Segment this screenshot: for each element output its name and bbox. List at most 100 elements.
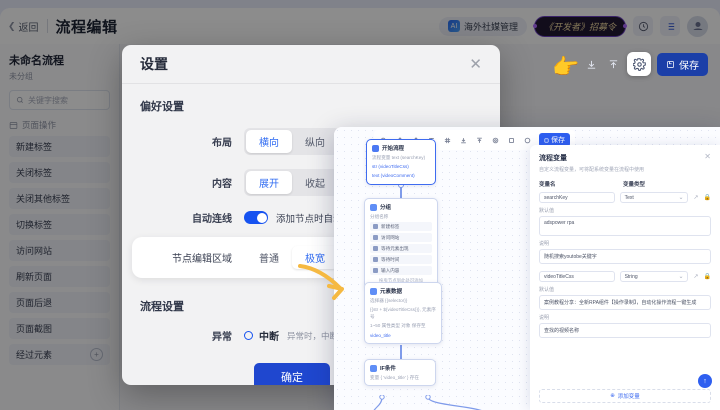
plus-circle-icon: ⊕ bbox=[610, 393, 615, 399]
branch-connectors bbox=[373, 395, 482, 410]
item-label: 关闭标签 bbox=[16, 168, 53, 178]
variable-type-select[interactable]: Text ⌄ bbox=[619, 192, 689, 203]
save-icon bbox=[667, 60, 674, 68]
item-icon bbox=[373, 268, 378, 274]
close-icon[interactable]: ✕ bbox=[704, 152, 711, 161]
node-icon bbox=[370, 287, 377, 295]
preview-save-button[interactable]: 保存 bbox=[539, 133, 570, 147]
variable-default-textarea[interactable]: adspower rpa bbox=[539, 216, 711, 236]
variable-desc-input[interactable]: 查找的视频名称 bbox=[539, 323, 711, 338]
autolink-toggle[interactable] bbox=[244, 211, 268, 224]
close-icon[interactable]: ✕ bbox=[469, 55, 482, 73]
avatar[interactable] bbox=[687, 15, 708, 37]
variable-name-input[interactable]: searchKey bbox=[539, 192, 615, 203]
item-label: 输入内容 bbox=[381, 267, 400, 273]
exception-option-label: 中断 bbox=[259, 332, 279, 343]
sidebar-item-close-tab[interactable]: 关闭标签 bbox=[9, 162, 110, 183]
save-button[interactable]: 保存 bbox=[657, 52, 708, 76]
col-name-header: 变量名 bbox=[539, 182, 556, 188]
node-header: IF条件 bbox=[370, 364, 430, 372]
list-icon[interactable] bbox=[660, 16, 680, 36]
node-line: 变量 { 'video_title' } 存在 bbox=[370, 374, 419, 380]
sidebar-item-page-back[interactable]: 页面后退 bbox=[9, 292, 110, 313]
item-label: 等待元素出现 bbox=[381, 245, 409, 251]
node-if-condition[interactable]: IF条件 变量 { 'video_title' } 存在 bbox=[364, 359, 436, 387]
help-icon[interactable] bbox=[523, 136, 532, 145]
sidebar-item-visit-site[interactable]: 访问网站 bbox=[9, 240, 110, 261]
back-button[interactable]: ❮ 返回 bbox=[8, 19, 39, 34]
node-element-data[interactable]: 元素数据 选择器 {{selector}} {{str + ${videoTit… bbox=[364, 282, 442, 345]
layout-option-horizontal[interactable]: 横向 bbox=[246, 130, 292, 153]
flow-preview-panel: 保存 开始流程 流程变量 text (searchKey) str (video… bbox=[334, 127, 720, 410]
row-content-label: 内容 bbox=[212, 179, 232, 190]
node-area-option-normal[interactable]: 普通 bbox=[259, 254, 279, 265]
content-option-collapse[interactable]: 收起 bbox=[305, 179, 325, 190]
node-area-option-wide[interactable]: 极宽 bbox=[292, 246, 338, 269]
content-segmented-control: 展开 收起 bbox=[244, 169, 340, 196]
node-start-flow[interactable]: 开始流程 流程变量 text (searchKey) str (videoTit… bbox=[366, 139, 436, 186]
item-label: 刷新页面 bbox=[16, 272, 53, 282]
import-icon[interactable] bbox=[459, 136, 468, 145]
sidebar-item-close-other-tabs[interactable]: 关闭其他标签 bbox=[9, 188, 110, 209]
variable-name-input[interactable]: videoTitleCss bbox=[539, 271, 615, 282]
node-line: 选择器 {{selector}} bbox=[370, 297, 408, 303]
settings-modal: 设置 ✕ 偏好设置 布局 横向 纵向 内容 展开 收起 自动连线 bbox=[122, 45, 500, 385]
grid-icon[interactable] bbox=[443, 136, 452, 145]
sidebar-item-new-tab[interactable]: 新建标签 bbox=[9, 136, 110, 157]
node-list-item[interactable]: 等待元素出现 bbox=[370, 244, 432, 254]
variable-desc-input[interactable]: 随机搜索youtobe关键字 bbox=[539, 249, 711, 264]
node-list-item[interactable]: 输入内容 bbox=[370, 266, 432, 276]
node-list-item[interactable]: 访问网站 bbox=[370, 233, 432, 243]
item-label: 访问网站 bbox=[381, 234, 400, 240]
sidebar-item-refresh-page[interactable]: 刷新页面 bbox=[9, 266, 110, 287]
upload-icon[interactable] bbox=[605, 56, 621, 72]
item-label: 新建标签 bbox=[16, 142, 53, 152]
exception-radio-interrupt[interactable] bbox=[244, 331, 253, 340]
desc-label: 说明 bbox=[539, 241, 550, 247]
window-icon bbox=[9, 121, 18, 129]
confirm-button[interactable]: 确定 bbox=[254, 363, 330, 385]
sidebar-item-hover-element[interactable]: 经过元素 + bbox=[9, 344, 110, 365]
node-title: 开始流程 bbox=[382, 146, 405, 152]
add-variable-button[interactable]: ⊕ 添加变量 bbox=[539, 389, 711, 403]
lock-icon[interactable]: 🔒 bbox=[703, 274, 711, 280]
node-list-item[interactable]: 等待时间 bbox=[370, 255, 432, 265]
add-icon[interactable]: + bbox=[90, 348, 103, 361]
lock-icon[interactable]: 🔒 bbox=[703, 195, 711, 201]
node-subtitle: 分组名称 bbox=[370, 213, 389, 219]
modal-title: 设置 bbox=[140, 56, 168, 72]
expand-icon[interactable]: ↗ bbox=[693, 195, 699, 201]
item-label: 页面截图 bbox=[16, 324, 53, 334]
download-icon[interactable] bbox=[583, 56, 599, 72]
sidebar-item-page-screenshot[interactable]: 页面截图 bbox=[9, 318, 110, 339]
sidebar-item-switch-tab[interactable]: 切换标签 bbox=[9, 214, 110, 235]
layout-option-vertical[interactable]: 纵向 bbox=[305, 138, 325, 149]
search-input[interactable]: 关键字搜索 bbox=[9, 90, 110, 110]
flow-group: 未分组 bbox=[9, 72, 33, 81]
item-label: 访问网站 bbox=[16, 246, 53, 256]
variable-type-select[interactable]: String ⌄ bbox=[619, 271, 689, 282]
badge-social-label: 海外社媒管理 bbox=[463, 21, 518, 32]
gear-icon[interactable] bbox=[627, 52, 651, 76]
variables-panel-title: 流程变量 bbox=[539, 155, 567, 162]
node-list-item[interactable]: 新建标签 bbox=[370, 222, 432, 232]
toggle-knob bbox=[256, 212, 267, 223]
flow-name: 未命名流程 bbox=[9, 55, 64, 67]
row-exception: 异常 中断 异常时，中断流程 bbox=[140, 328, 482, 344]
expand-icon[interactable]: ↗ bbox=[693, 274, 699, 280]
preview-save-label: 保存 bbox=[551, 137, 565, 144]
item-icon bbox=[373, 235, 378, 241]
gear-icon[interactable] bbox=[491, 136, 500, 145]
scroll-to-top-button[interactable]: ↑ bbox=[698, 374, 712, 388]
item-icon bbox=[373, 224, 378, 230]
item-icon bbox=[373, 257, 378, 263]
badge-developer-recruit[interactable]: 《开发者》招募令 bbox=[533, 15, 626, 37]
content-option-expand[interactable]: 展开 bbox=[246, 171, 292, 194]
badge-social-management[interactable]: AI 海外社媒管理 bbox=[438, 16, 527, 36]
node-group[interactable]: 分组 分组名称 新建标签 访问网站 等待元素出现 等待时间 输入内容 拖曳节点到… bbox=[364, 198, 438, 290]
export-icon[interactable] bbox=[475, 136, 484, 145]
clock-icon[interactable] bbox=[633, 16, 653, 36]
node-icon bbox=[370, 203, 377, 211]
copy-icon[interactable] bbox=[507, 136, 516, 145]
variable-default-input[interactable]: 案例教程分享：全新RPA组件【操作录制】，自动化操作流程一键生成 bbox=[539, 295, 711, 310]
